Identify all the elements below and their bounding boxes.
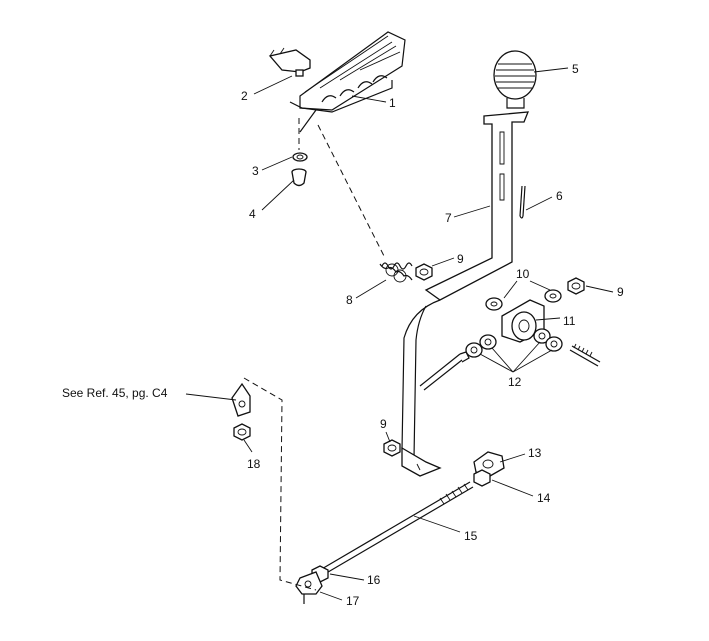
rod-end xyxy=(295,571,323,604)
callout-9-upper: 9 xyxy=(457,252,464,266)
pivot-bolt xyxy=(569,343,601,367)
mounting-bracket xyxy=(289,31,406,133)
callout-5: 5 xyxy=(572,62,579,76)
callout-labels: 1 2 3 4 5 6 7 8 9 9 9 10 11 12 13 14 15 … xyxy=(62,62,624,608)
washer xyxy=(292,152,308,162)
brake-rod xyxy=(319,481,474,576)
brake-pedal-arm xyxy=(401,50,537,477)
lock-nut xyxy=(233,423,251,441)
flat-washer xyxy=(545,336,563,352)
lock-nut xyxy=(415,263,433,281)
callout-11: 11 xyxy=(563,314,576,328)
callout-12: 12 xyxy=(508,375,522,389)
flat-washer xyxy=(479,334,497,350)
callout-17: 17 xyxy=(346,594,360,608)
reference-note: See Ref. 45, pg. C4 xyxy=(62,386,168,400)
callout-1: 1 xyxy=(389,96,396,110)
bumper-stop xyxy=(268,47,311,77)
lock-nut xyxy=(383,439,401,457)
linkage-end xyxy=(231,382,251,417)
spacer-washer xyxy=(485,297,503,311)
callout-10: 10 xyxy=(516,267,530,281)
flat-washer xyxy=(533,328,551,344)
cotter-pin xyxy=(519,185,526,219)
callout-2: 2 xyxy=(241,89,248,103)
pivot-bushing xyxy=(501,299,545,343)
return-spring xyxy=(317,124,413,283)
jam-nut xyxy=(473,469,491,487)
callout-8: 8 xyxy=(346,293,353,307)
callout-9-right: 9 xyxy=(617,285,624,299)
bushing xyxy=(291,168,307,187)
leader-lines xyxy=(185,67,614,601)
callout-6: 6 xyxy=(556,189,563,203)
callout-4: 4 xyxy=(249,207,256,221)
spacer-washer xyxy=(544,289,562,303)
callout-7: 7 xyxy=(445,211,452,225)
lock-nut xyxy=(567,277,585,295)
callout-14: 14 xyxy=(537,491,551,505)
callout-13: 13 xyxy=(528,446,542,460)
callout-15: 15 xyxy=(464,529,478,543)
callout-16: 16 xyxy=(367,573,381,587)
callout-3: 3 xyxy=(252,164,259,178)
callout-9-lower: 9 xyxy=(380,417,387,431)
callout-18: 18 xyxy=(247,457,261,471)
flat-washer xyxy=(465,342,483,358)
